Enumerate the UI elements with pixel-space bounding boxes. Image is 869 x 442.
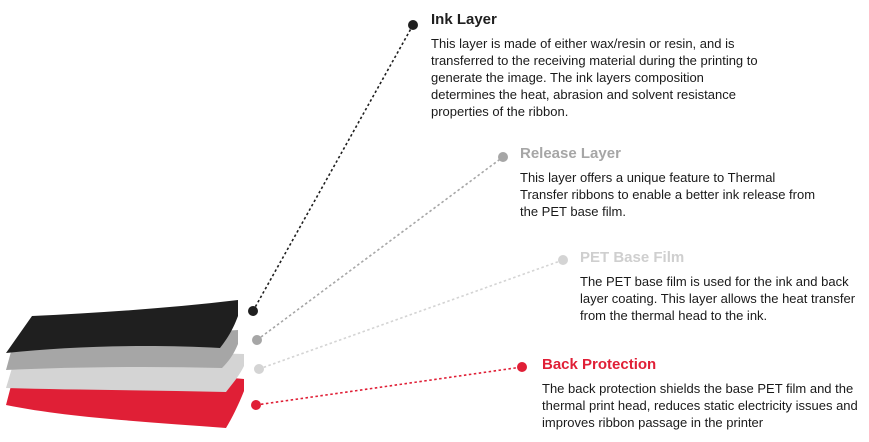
release-layer-description: This layer offers a unique feature to Th… [520, 170, 816, 219]
pet-base-film-description: The PET base film is used for the ink an… [580, 274, 856, 323]
ink-layer-leader-line [252, 24, 414, 312]
ink-layer-description: This layer is made of either wax/resin o… [431, 36, 758, 119]
release-layer-dot [252, 335, 262, 345]
pet-base-film-label-dot [558, 255, 568, 265]
release-layer-label-dot [498, 152, 508, 162]
back-protection-leader-line [255, 366, 523, 406]
ink-layer-label-dot [408, 20, 418, 30]
back-protection-label-dot [517, 362, 527, 372]
ink-layer-title: Ink Layer [431, 11, 497, 28]
pet-base-film-dot [254, 364, 264, 374]
back-protection-description: The back protection shields the base PET… [542, 381, 858, 430]
pet-base-film-leader-line [258, 259, 564, 370]
ink-layer-strip [6, 300, 238, 353]
back-protection-label: Back Protection The back protection shie… [542, 356, 862, 431]
ink-layer-label: Ink Layer This layer is made of either w… [431, 11, 761, 120]
release-layer-label: Release Layer This layer offers a unique… [520, 145, 820, 220]
pet-base-film-label: PET Base Film The PET base film is used … [580, 249, 860, 324]
release-layer-leader-line [256, 156, 504, 341]
ink-layer-dot [248, 306, 258, 316]
back-protection-dot [251, 400, 261, 410]
pet-base-film-title: PET Base Film [580, 249, 685, 266]
back-protection-title: Back Protection [542, 356, 657, 373]
release-layer-title: Release Layer [520, 145, 621, 162]
